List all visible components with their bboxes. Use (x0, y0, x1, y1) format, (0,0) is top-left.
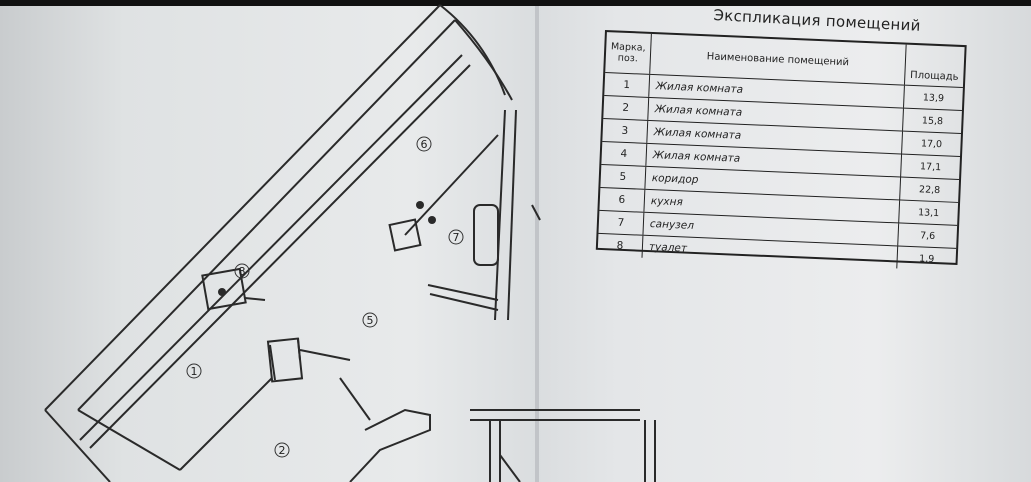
wall-room1-d (179, 377, 273, 471)
wall-room1-c (299, 349, 351, 361)
room-marker-5: 5 (367, 314, 374, 327)
kitchen-block (388, 218, 422, 252)
room-marker-circle-2 (274, 442, 290, 458)
sink-icon (416, 201, 424, 209)
wall-bottom-mid (349, 408, 431, 482)
basin-icon (428, 216, 436, 224)
room-marker-circle-7 (448, 229, 464, 245)
toilet-icon (218, 288, 226, 296)
wall-inner-diagonal-b (89, 64, 471, 449)
row-area: 1,9 (918, 252, 935, 265)
wall-outer-left-b (77, 19, 456, 411)
row-area: 17,0 (920, 137, 943, 150)
row-area: 7,6 (919, 229, 936, 242)
row-mark: 3 (602, 119, 649, 143)
room-marker-7: 7 (453, 231, 460, 244)
wall-bath-bottom-a (427, 284, 499, 301)
row-mark: 6 (599, 187, 646, 212)
wall-bottom-left-a (77, 409, 181, 471)
row-area: 17,1 (919, 160, 942, 173)
row-area: 22,8 (918, 183, 941, 196)
row-area: 13,1 (917, 206, 940, 219)
room-marker-2: 2 (279, 444, 286, 457)
row-area: 15,8 (921, 114, 944, 127)
wall-kitchen-partition (404, 134, 499, 236)
wc-wall (244, 297, 266, 301)
room-marker-circle-8 (234, 263, 250, 279)
wc-room (201, 267, 247, 311)
row-mark: 5 (600, 164, 647, 189)
wall-curve-top (439, 4, 506, 96)
top-edge-shadow (0, 0, 1031, 6)
room-marker-circle-1 (186, 363, 202, 379)
wall-curve-top-inner (454, 19, 513, 101)
bathtub (473, 204, 499, 266)
row-area: 13,9 (922, 91, 945, 104)
row-mark: 8 (597, 233, 644, 258)
wall-vertical-a (494, 109, 506, 321)
row-mark: 2 (603, 96, 650, 120)
header-area: Площадь (909, 69, 959, 83)
wall-outer-left-a (44, 4, 441, 411)
pillar-room1 (266, 337, 304, 383)
wall-room1-a (269, 344, 276, 381)
room-marker-circle-5 (362, 312, 378, 328)
wall-door-swing (339, 377, 371, 421)
wall-bath-bottom-b (429, 293, 499, 311)
row-mark: 7 (598, 210, 645, 235)
break-mark (531, 204, 541, 221)
door-line (499, 454, 521, 482)
page-fold (535, 0, 539, 482)
explication-table: Марка, поз. Наименование помещений Площа… (595, 30, 967, 269)
wall-vertical-b (507, 109, 517, 321)
room-marker-1: 1 (191, 365, 198, 378)
room-marker-6: 6 (421, 138, 428, 151)
row-mark: 1 (604, 73, 651, 97)
header-mark: Марка, поз. (605, 32, 652, 74)
room-marker-circle-6 (416, 136, 432, 152)
wall-bottom-left-b (44, 409, 111, 482)
row-mark: 4 (601, 141, 648, 166)
wall-inner-diagonal-a (79, 54, 463, 441)
room-marker-8: 8 (239, 265, 246, 278)
